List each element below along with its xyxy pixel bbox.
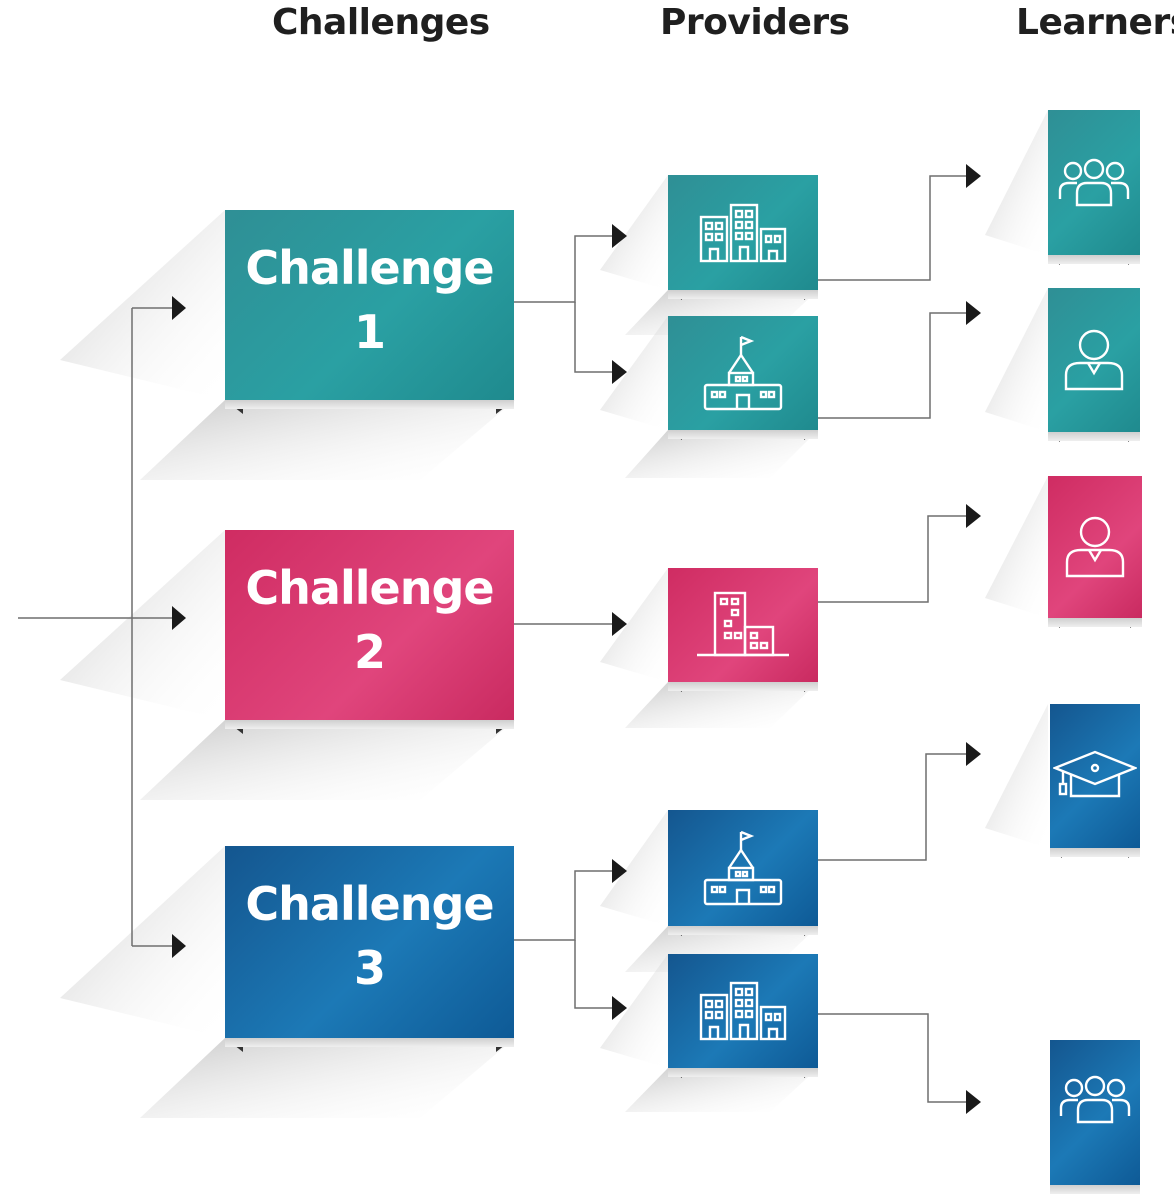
- challenge-label-3: Challenge 3: [225, 872, 514, 1000]
- challenge-box-1[interactable]: Challenge 1: [225, 210, 514, 409]
- learner-box-1[interactable]: [1048, 110, 1140, 264]
- learner-box-5[interactable]: [1050, 1040, 1140, 1194]
- office-buildings-icon: [699, 203, 787, 262]
- challenge-word: Challenge: [245, 241, 494, 295]
- arrowheads: [172, 164, 981, 1114]
- person-icon: [1064, 329, 1124, 391]
- challenge-word: Challenge: [245, 561, 494, 615]
- provider-box-1[interactable]: [668, 175, 818, 299]
- provider-box-3[interactable]: [668, 568, 818, 691]
- long-shadows: [60, 110, 1048, 1118]
- header-providers: Providers: [660, 2, 850, 43]
- header-learners: Learners: [1016, 2, 1174, 43]
- person-icon: [1065, 516, 1125, 578]
- challenge-number: 2: [353, 625, 386, 679]
- graduation-cap-icon: [1053, 750, 1137, 798]
- school-icon: [703, 335, 783, 411]
- challenge-label-1: Challenge 1: [225, 236, 514, 364]
- learner-box-4[interactable]: [1050, 704, 1140, 857]
- learner-box-3[interactable]: [1048, 476, 1142, 627]
- provider-box-4[interactable]: [668, 810, 818, 935]
- group-icon: [1058, 158, 1130, 206]
- provider-box-2[interactable]: [668, 316, 818, 439]
- office-buildings-icon: [699, 981, 787, 1041]
- connector-lines: [18, 175, 966, 1103]
- challenge-number: 1: [353, 305, 386, 359]
- challenge-box-2[interactable]: Challenge 2: [225, 530, 514, 729]
- challenge-number: 3: [353, 941, 386, 995]
- group-icon: [1059, 1075, 1131, 1124]
- challenge-label-2: Challenge 2: [225, 556, 514, 684]
- provider-box-5[interactable]: [668, 954, 818, 1077]
- school-icon: [703, 830, 783, 906]
- challenge-word: Challenge: [245, 877, 494, 931]
- learner-box-2[interactable]: [1048, 288, 1140, 441]
- city-buildings-icon: [697, 591, 789, 657]
- header-challenges: Challenges: [272, 2, 490, 43]
- challenge-box-3[interactable]: Challenge 3: [225, 846, 514, 1047]
